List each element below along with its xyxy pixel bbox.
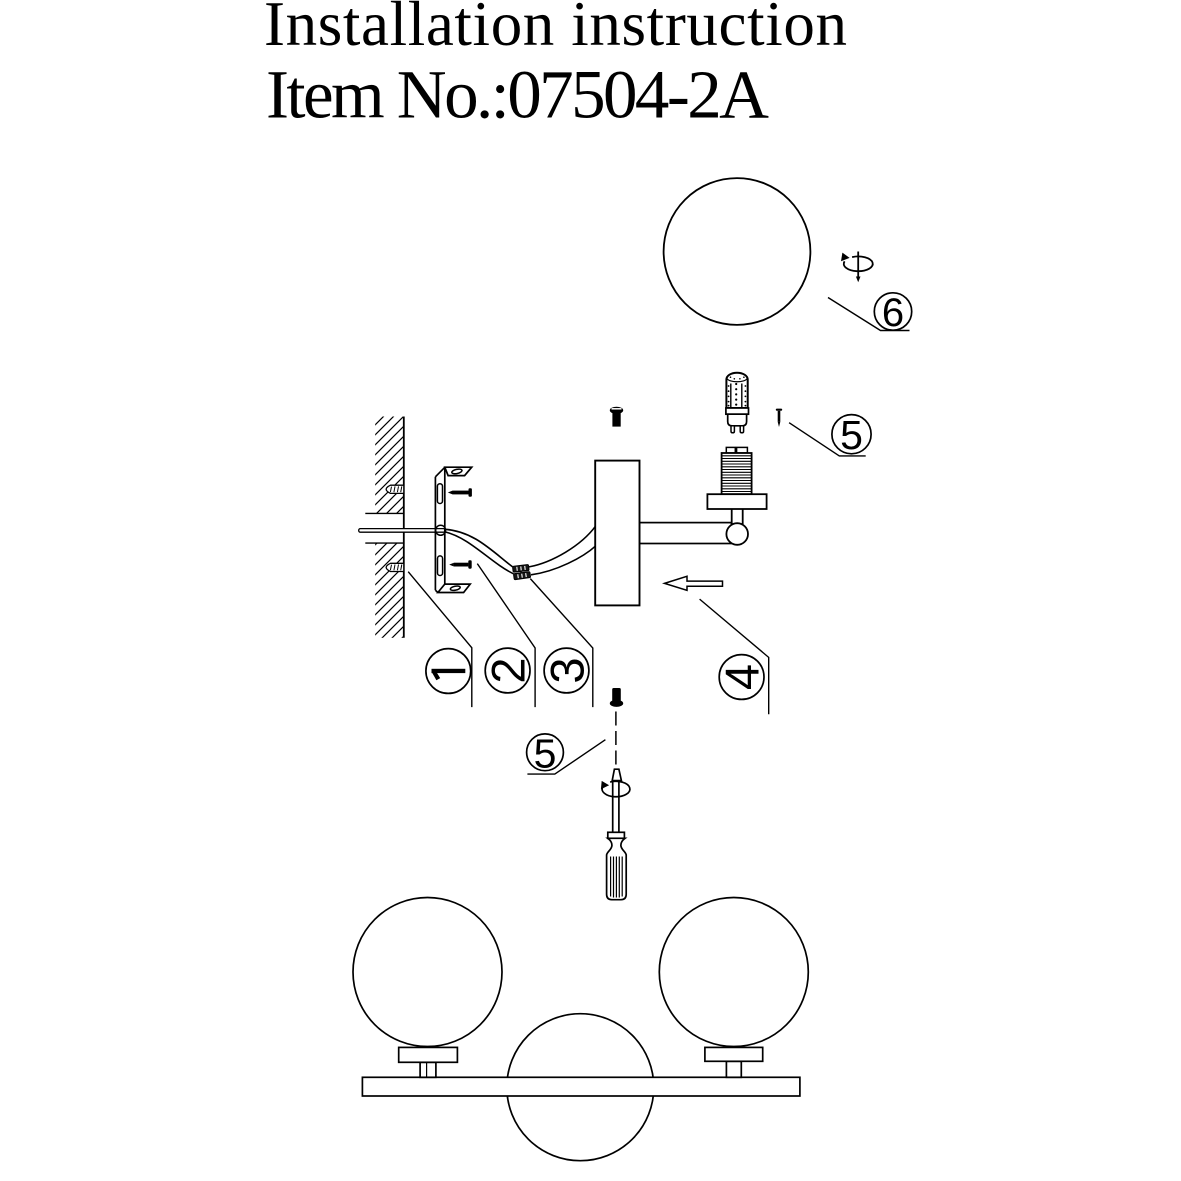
svg-text:4: 4: [716, 664, 769, 690]
svg-text:5: 5: [534, 730, 557, 776]
svg-text:3: 3: [541, 657, 594, 683]
svg-text:6: 6: [882, 291, 904, 335]
svg-text:2: 2: [482, 657, 535, 683]
svg-text:Installation instruction: Installation instruction: [264, 0, 847, 59]
svg-text:Item No.:07504-2A: Item No.:07504-2A: [266, 57, 769, 133]
svg-text:5: 5: [840, 412, 863, 458]
